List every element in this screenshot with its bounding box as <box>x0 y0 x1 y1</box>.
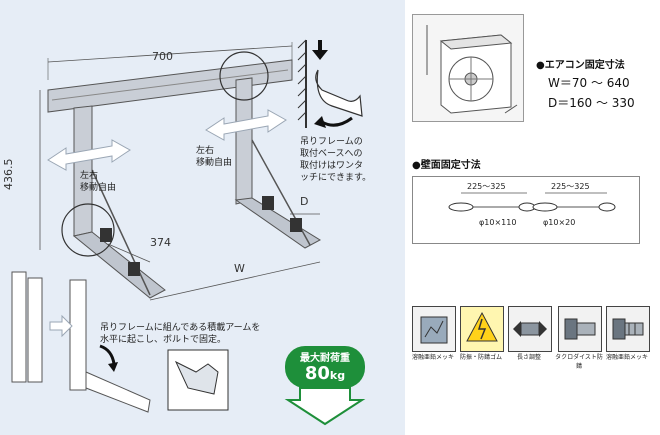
anti-rust-bolt-icon <box>558 306 602 352</box>
wall-fix-title: ●壁面固定寸法 <box>412 160 481 171</box>
down-arrow-icon <box>312 40 328 60</box>
ac-fix-title: ●エアコン固定寸法 <box>536 60 625 71</box>
move-arrow-right <box>205 109 287 141</box>
feature-label-3: 長さ調整 <box>516 354 541 361</box>
arm-fix-note: 吊りフレームに組んである積載アームを 水平に起こし、ボルトで固定。 <box>100 323 261 345</box>
step-arrow-icon <box>49 314 73 338</box>
dim-label-w: W <box>234 262 245 275</box>
ac-fix-w: W＝70 〜 640 <box>548 76 630 90</box>
galvanized-bolt-icon <box>606 306 650 352</box>
max-load-title: 最大耐荷重 <box>300 353 350 364</box>
ac-fix-d: D＝160 〜 330 <box>548 96 635 110</box>
hole-spec-1: φ10×110 <box>479 218 517 227</box>
product-illustration-panel: 700 436.5 374 W D 左右 移動自由 左右 移動自由 吊りフレーム… <box>0 0 405 435</box>
wall-dim-1: 225〜325 <box>467 182 506 191</box>
galvanized-icon <box>412 306 456 352</box>
dim-arm-length: 374 <box>150 236 171 249</box>
bracket-illustration <box>11 39 366 426</box>
wall-dim-2: 225〜325 <box>551 182 590 191</box>
dim-width-top: 700 <box>152 50 173 63</box>
ac-outdoor-unit-icon <box>426 25 518 114</box>
hole-spec-2: φ10×20 <box>543 218 576 227</box>
max-load-unit: kg <box>329 369 346 382</box>
max-load-badge: 最大耐荷重 80kg <box>285 346 365 388</box>
feature-label-2: 防振・防錆ゴム <box>459 354 502 361</box>
lr-move-note-2: 左右 移動自由 <box>196 146 233 168</box>
hanging-frame-note: 吊りフレームの 取付ベースへの 取付けはワンタ ッチにできます。 <box>300 137 372 183</box>
wall-fix-diagram: 225〜325 225〜325 φ10×110 φ10×20 <box>412 176 640 244</box>
max-load-value: 80 <box>304 363 330 384</box>
feature-label-4: タクロダイスト防錆 <box>555 354 603 370</box>
ac-unit-illustration <box>412 14 524 122</box>
feature-label-1: 溶融亜鉛メッキ <box>411 354 454 361</box>
load-arrow-icon <box>284 387 366 426</box>
feature-label-5: 溶融亜鉛メッキ <box>605 354 648 361</box>
vibration-rubber-icon <box>460 306 504 352</box>
dim-label-d: D <box>300 195 309 208</box>
move-arrow-left <box>47 139 131 171</box>
lr-move-note-1: 左右 移動自由 <box>80 171 117 193</box>
dim-height-side: 436.5 <box>2 158 15 191</box>
length-adjust-icon <box>508 306 552 352</box>
